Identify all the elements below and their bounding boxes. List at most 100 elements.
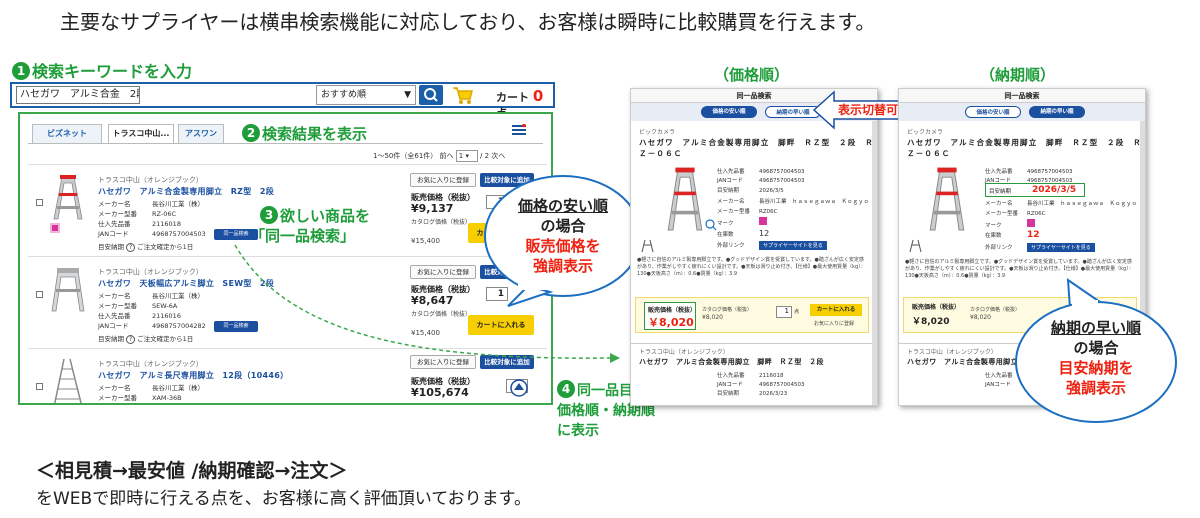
spec-key: メーカー名 xyxy=(985,201,1013,207)
compare-button[interactable]: 比較対象に追加 xyxy=(480,173,534,187)
ladder-product-image xyxy=(929,167,965,231)
search-keyword-input[interactable]: ハセガワ アルミ合金 2段 xyxy=(16,86,140,104)
price-label: 販売価格（税抜） xyxy=(648,307,697,314)
result-count: 1～50件（全61件） xyxy=(373,152,438,160)
delivery-callout-line-4: 強調表示 xyxy=(1065,379,1126,397)
tab-biznet[interactable]: ビズネット xyxy=(32,124,102,144)
price-value: ￥8,020 xyxy=(912,317,950,327)
help-icon[interactable]: ? xyxy=(126,243,136,252)
item-spec-maker: メーカー名長谷川工業（株） xyxy=(98,198,204,208)
menu-icon[interactable] xyxy=(512,124,526,136)
help-icon[interactable]: ? xyxy=(126,335,136,344)
price-label: 販売価格（税抜） xyxy=(912,304,961,311)
sort-delivery-button[interactable]: 納期の早い順 xyxy=(1029,106,1085,118)
price-label: 販売価格（税抜） xyxy=(411,285,475,294)
spec-value: XAM-36B xyxy=(152,394,182,402)
sort-price-button[interactable]: 価格の安い順 xyxy=(965,106,1021,118)
summary-text: をWEBで即時に行える点を、お客様に高く評価頂いております。 xyxy=(36,489,531,509)
tab-aswan[interactable]: アスワン xyxy=(178,124,224,144)
spec-key: 在庫数 xyxy=(985,233,1002,239)
sort-select[interactable]: おすすめ順▼ xyxy=(316,85,416,105)
spec-value: 2116018 xyxy=(152,220,181,228)
catalog-label: カタログ価格（税抜） xyxy=(411,219,472,226)
supplier-site-link[interactable]: サプライヤーサイトを見る xyxy=(759,241,827,250)
step-3-number: 3 xyxy=(260,206,278,224)
spec-key: 仕入先品番 xyxy=(717,373,745,379)
item-name-link[interactable]: ハセガワ アルミ合金製専用脚立 RZ型 2段 xyxy=(98,187,275,196)
quantity-unit: 点 xyxy=(794,309,800,315)
favorite-button[interactable]: お気に入りに登録 xyxy=(410,265,476,279)
step-1-number: 1 xyxy=(12,62,30,80)
scroll-top-icon[interactable] xyxy=(510,379,528,397)
spec-value: 4968757004503 xyxy=(759,382,805,388)
delivery-callout-text: 納期の早い順 の場合 目安納期を 強調表示 xyxy=(1023,318,1169,398)
step-4-number: 4 xyxy=(557,380,575,398)
ladder-outline-icon xyxy=(641,239,654,253)
zoom-icon[interactable] xyxy=(705,219,717,231)
step-3-text-2: 「同一品検索」 xyxy=(250,227,356,245)
add-to-cart-button[interactable]: カートに入れる xyxy=(468,315,534,335)
spec-key: 仕入先品番 xyxy=(985,373,1013,379)
favorite-button[interactable]: お気に入りに登録 xyxy=(410,355,476,369)
same-item-search-button[interactable]: 同一品検索 xyxy=(214,229,258,240)
spec-value: SEW-6A xyxy=(152,302,178,310)
item-checkbox[interactable] xyxy=(36,291,43,298)
favorite-button[interactable]: お気に入りに登録 xyxy=(410,173,476,187)
step-3-text-1: 欲しい商品を xyxy=(280,207,371,225)
spec-key: メーカー型番 xyxy=(98,210,137,218)
item-name-link[interactable]: ハセガワ アルミ長尺専用脚立 12段（10446） xyxy=(98,371,289,380)
item-checkbox[interactable] xyxy=(36,199,43,206)
quantity-input[interactable]: 1 xyxy=(486,287,508,301)
pagination-next[interactable]: 次へ xyxy=(491,152,506,160)
spec-key: 在庫数 xyxy=(717,232,734,238)
cart-icon[interactable] xyxy=(452,84,474,106)
panel-spec-mark: マーク xyxy=(717,217,767,227)
step-4-text-3: に表示 xyxy=(557,423,599,439)
ship-note: ご注文確定から1日 xyxy=(137,335,194,343)
delivery-callout-bubble xyxy=(1015,278,1177,423)
compare-button[interactable]: 比較対象に追加 xyxy=(480,355,534,369)
price-value: ¥105,674 xyxy=(411,386,469,399)
item-name-link[interactable]: ハセガワ 天板幅広アルミ脚立 SEW型 2段 xyxy=(98,279,275,288)
add-to-cart-button[interactable]: カートに入れる xyxy=(810,304,862,316)
panel-scrollbar[interactable] xyxy=(1140,121,1145,405)
panel-product-name-2: ハセガワ アルミ合金製専用脚立 脚畔 ＲＺ型 ２段 xyxy=(907,358,1092,366)
tab-trusco[interactable]: トラスコ中山... xyxy=(108,124,174,144)
panel-shop: ビックカメラ xyxy=(907,129,944,136)
ladder-product-image xyxy=(53,175,83,220)
page-select[interactable]: 1 ▾ xyxy=(455,150,478,162)
spec-value: 長谷川工業 ｈａｓｅｇａｗａ Ｋｏｇｙｏ xyxy=(759,199,870,205)
ladder-outline-icon xyxy=(909,239,922,253)
spec-key: JANコード xyxy=(985,178,1011,184)
price-highlight-value: ￥8,020 xyxy=(648,316,694,329)
sort-toggle-bar: 価格の安い順 納期の早い順 xyxy=(899,103,1145,121)
spec-key: 目安納期 xyxy=(717,188,740,194)
headline: 主要なサプライヤーは横串検索機能に対応しており、お客様は瞬時に比較購買を行えます… xyxy=(60,10,876,34)
spec-value: 長谷川工業 ｈａｓｅｇａｗａ Ｋｏｇｙｏ xyxy=(1027,201,1138,207)
supplier-site-link[interactable]: サプライヤーサイトを見る xyxy=(1027,243,1095,252)
sort-price-button[interactable]: 価格の安い順 xyxy=(701,106,757,118)
panel-spec-maker: メーカー名長谷川工業 ｈａｓｅｇａｗａ Ｋｏｇｙｏ xyxy=(717,197,869,205)
panel-scrollbar[interactable] xyxy=(872,121,877,405)
same-item-search-button[interactable]: 同一品検索 xyxy=(214,321,258,332)
result-item: トラスコ中山（オレンジブック） ハセガワ アルミ合金製専用脚立 RZ型 2段 メ… xyxy=(28,164,547,256)
cart-label: カート xyxy=(496,91,529,104)
summary-heading: ＜相見積→最安値 /納期確認→注文＞ xyxy=(36,460,348,482)
price-row: 販売価格（税抜） ￥8,020 カタログ価格（税抜） ¥8,020 1 点 カー… xyxy=(635,297,869,333)
delivery-highlight-box: 目安納期 2026/3/5 xyxy=(985,183,1085,197)
favorite-link[interactable]: お気に入りに登録 xyxy=(814,321,855,327)
quantity-input[interactable]: 1 xyxy=(776,306,792,318)
mark-icon xyxy=(1027,219,1035,227)
pagination-prev[interactable]: 前へ xyxy=(439,152,454,160)
page-select-value: 1 xyxy=(458,152,464,160)
panel-title: 同一品検索 xyxy=(631,89,877,103)
delivery-callout-line-2: の場合 xyxy=(1073,339,1119,357)
item-checkbox[interactable] xyxy=(36,383,43,390)
search-button[interactable] xyxy=(419,85,443,105)
